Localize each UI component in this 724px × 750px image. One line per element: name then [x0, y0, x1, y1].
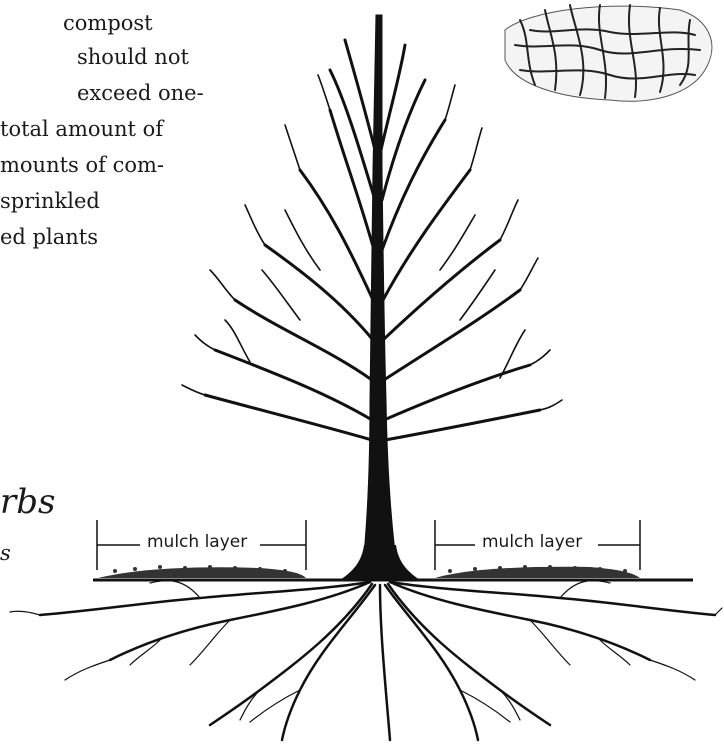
tree-branches	[205, 40, 540, 440]
mulch-layer-left	[98, 565, 306, 578]
mulch-label-left: mulch layer	[141, 532, 253, 552]
root-ball-icon	[505, 5, 712, 101]
root-hairs	[10, 581, 722, 722]
mulch-label-right: mulch layer	[476, 532, 588, 552]
mulch-layer-right	[435, 565, 640, 578]
tree-roots	[40, 582, 715, 740]
root-flare	[340, 545, 420, 580]
